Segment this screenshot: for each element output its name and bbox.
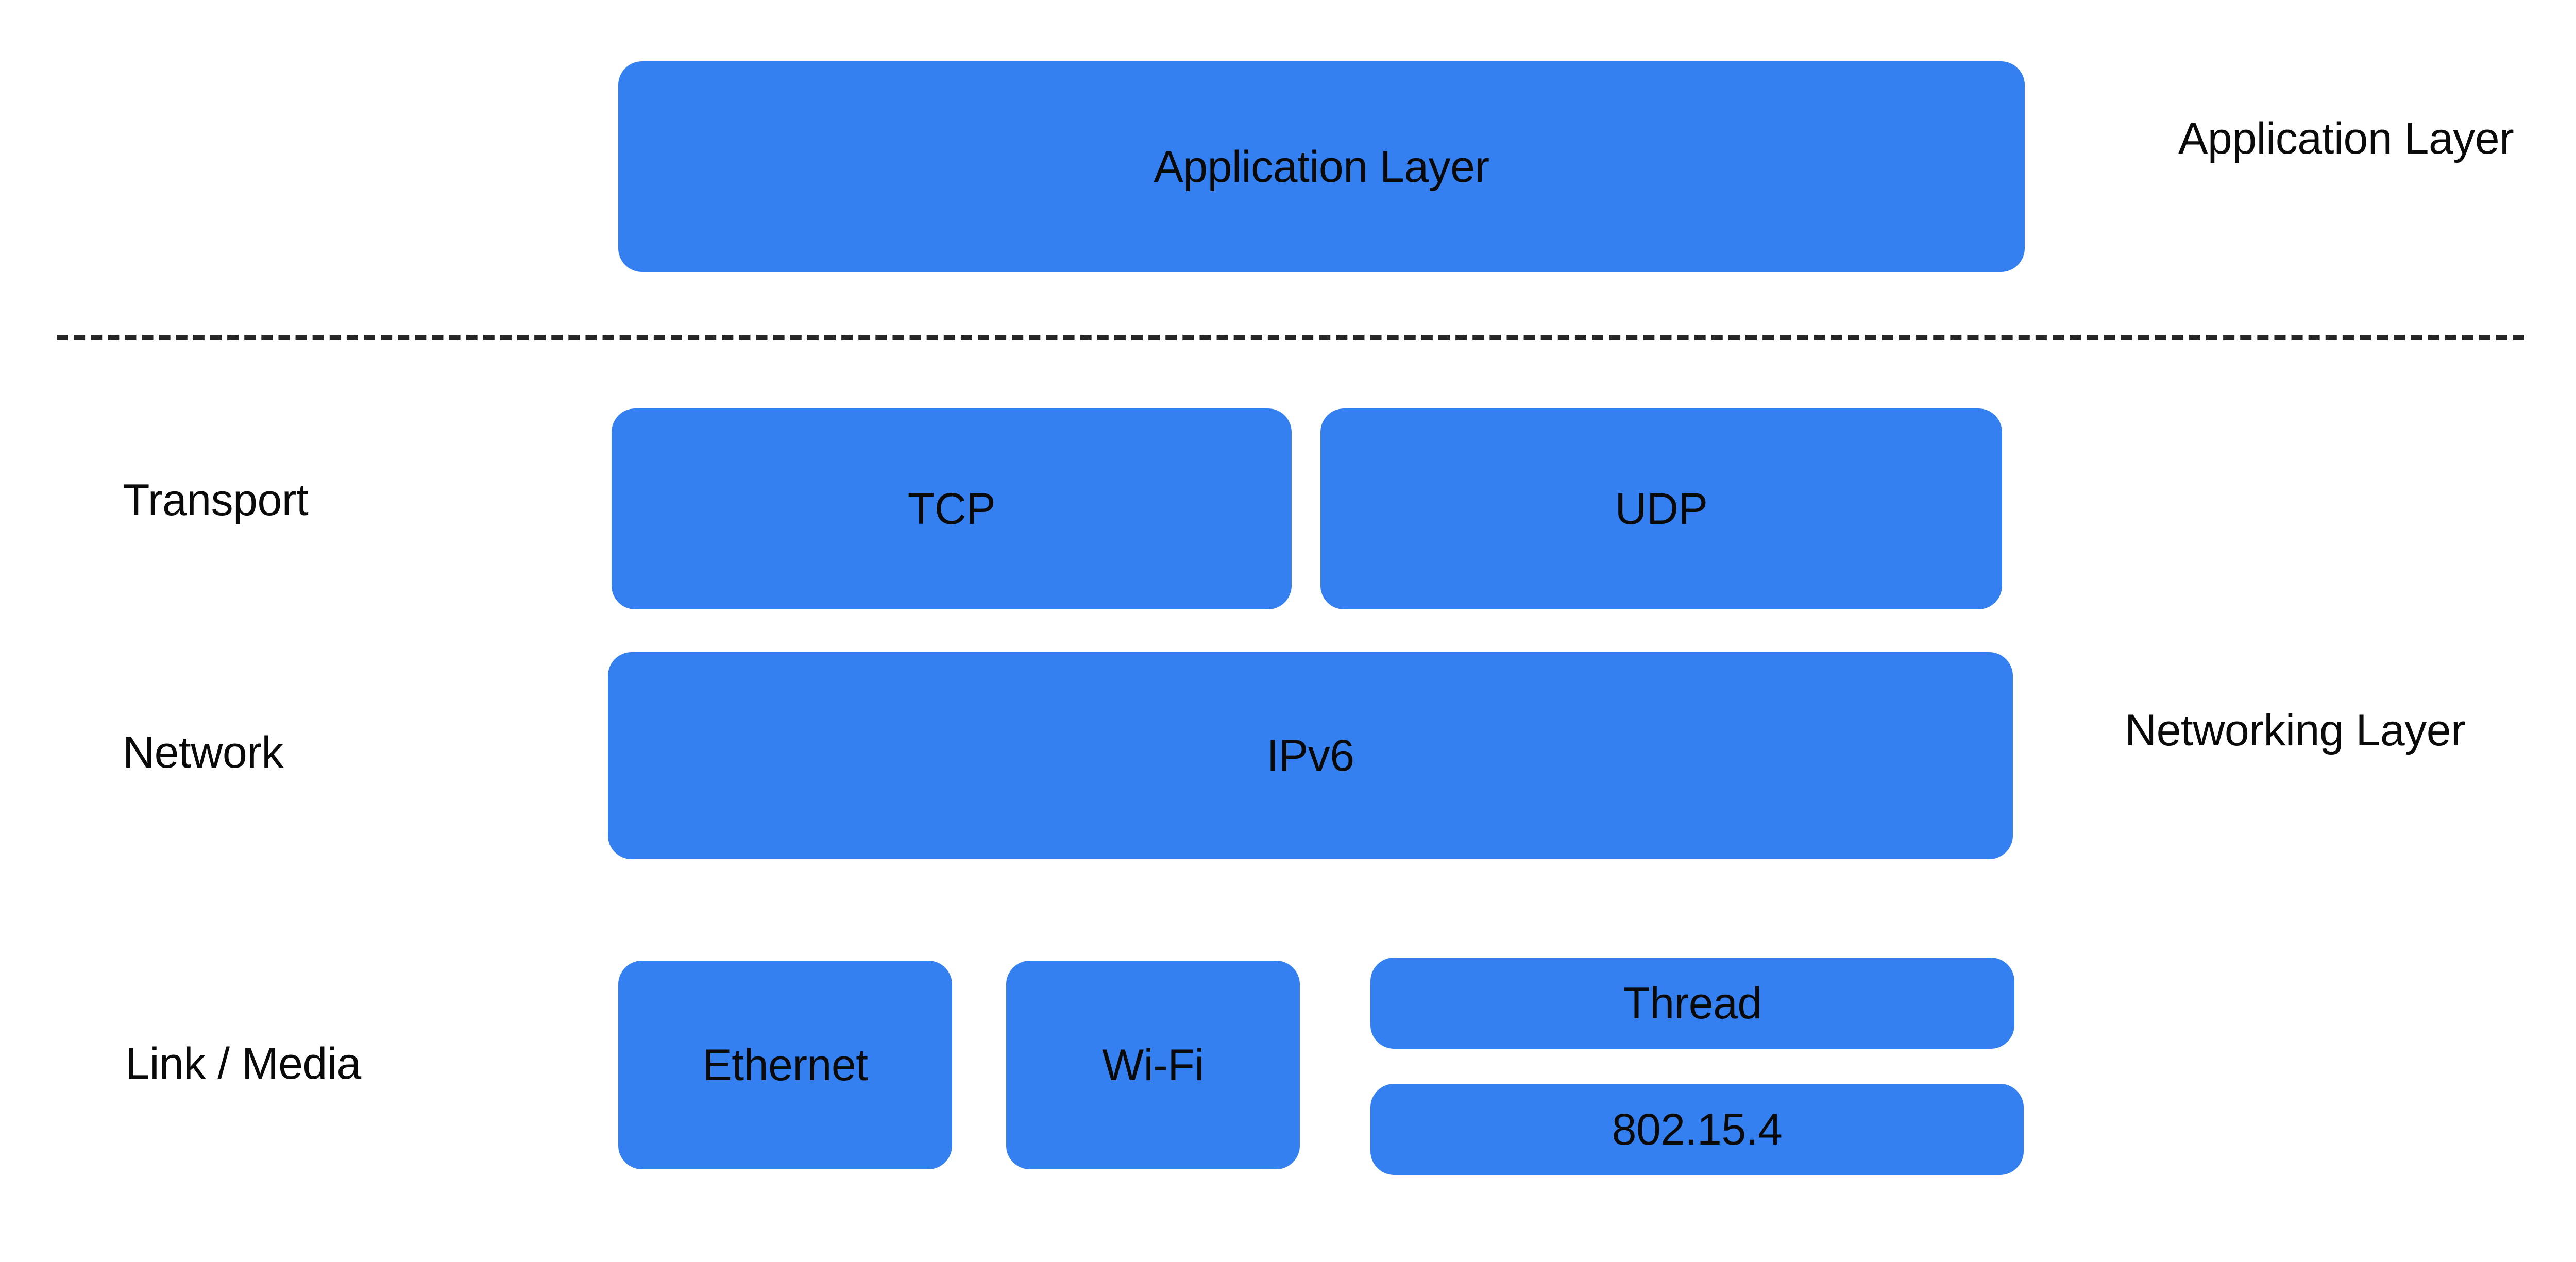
box-802-15-4[interactable]: 802.15.4: [1370, 1084, 2024, 1175]
box-ethernet-label: Ethernet: [702, 1040, 868, 1090]
box-wifi[interactable]: Wi-Fi: [1006, 961, 1300, 1169]
box-wifi-label: Wi-Fi: [1101, 1040, 1205, 1090]
box-ipv6[interactable]: IPv6: [608, 652, 2013, 859]
box-application-layer[interactable]: Application Layer: [618, 61, 2025, 272]
row-label-network: Network: [123, 728, 283, 777]
box-udp-label: UDP: [1615, 484, 1708, 534]
box-thread[interactable]: Thread: [1370, 958, 2014, 1049]
box-ipv6-label: IPv6: [1266, 731, 1354, 780]
group-label-networking-layer: Networking Layer: [2125, 706, 2466, 755]
box-ethernet[interactable]: Ethernet: [618, 961, 952, 1169]
row-label-link-media: Link / Media: [125, 1039, 361, 1088]
box-application-layer-label: Application Layer: [1154, 142, 1489, 192]
box-udp[interactable]: UDP: [1320, 408, 2002, 609]
section-divider: [57, 335, 2524, 340]
box-thread-label: Thread: [1623, 978, 1762, 1028]
box-tcp-label: TCP: [907, 484, 996, 534]
row-label-transport: Transport: [123, 475, 309, 525]
box-tcp[interactable]: TCP: [612, 408, 1292, 609]
box-802-15-4-label: 802.15.4: [1612, 1104, 1783, 1154]
group-label-application-layer: Application Layer: [2178, 114, 2514, 163]
